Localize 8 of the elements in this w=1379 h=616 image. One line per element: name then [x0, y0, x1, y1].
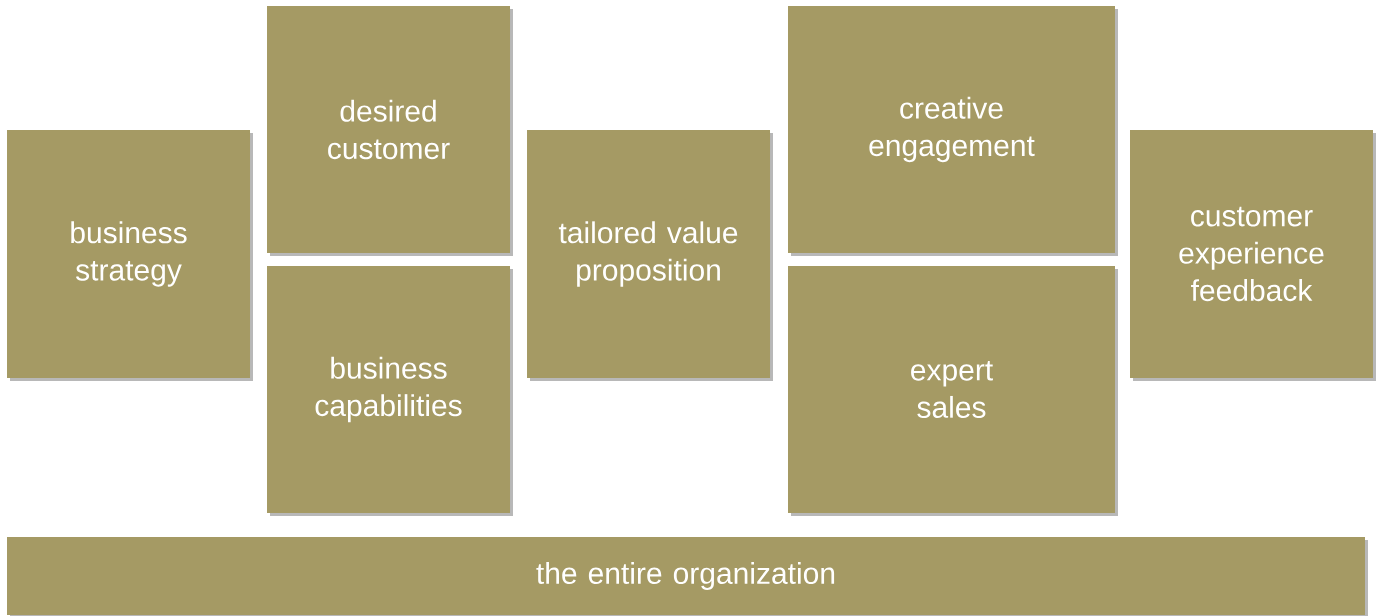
process-box: desired customer [267, 6, 513, 256]
process-box: creative engagement [788, 6, 1118, 256]
process-box: tailored value proposition [527, 130, 773, 381]
process-box: the entire organization [7, 537, 1368, 616]
process-box: customer experience feedback [1130, 130, 1376, 381]
process-box: business capabilities [267, 266, 513, 516]
process-box: expert sales [788, 266, 1118, 516]
process-box: business strategy [7, 130, 253, 381]
